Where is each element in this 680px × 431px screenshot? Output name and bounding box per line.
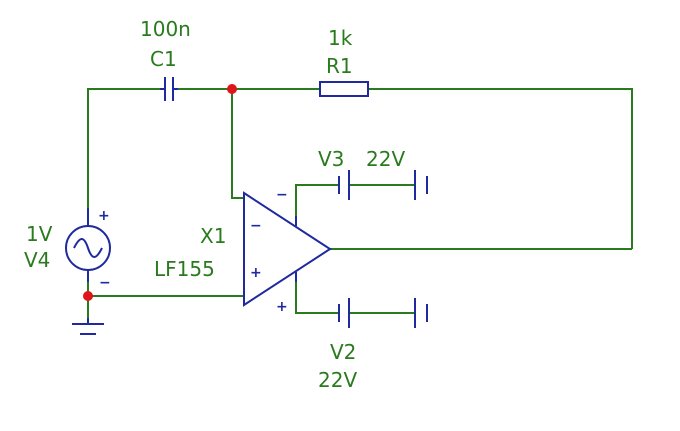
v4-plus-marker: + bbox=[98, 208, 110, 224]
v4-minus-marker: − bbox=[99, 275, 111, 291]
x1-noninverting-marker: + bbox=[250, 265, 262, 281]
wire-v2-supply bbox=[295, 281, 339, 314]
resistor-r1 bbox=[319, 81, 369, 97]
wire-r1-to-right bbox=[368, 88, 633, 249]
v3-value-label: 22V bbox=[366, 147, 405, 171]
ac-source-v4 bbox=[65, 208, 111, 282]
v3-ref-label: V3 bbox=[318, 147, 344, 171]
c1-value-label: 100n bbox=[140, 17, 191, 41]
wire-source-to-c1 bbox=[87, 88, 160, 208]
node-junction-top bbox=[227, 84, 237, 94]
v2-value-label: 22V bbox=[318, 368, 357, 392]
v4-value-label: 1V bbox=[26, 222, 53, 246]
r1-ref-label: R1 bbox=[326, 54, 353, 78]
x1-vneg-marker: − bbox=[276, 187, 288, 203]
x1-ref-label: X1 bbox=[200, 224, 226, 248]
c1-ref-label: C1 bbox=[150, 47, 177, 71]
wire-v3-supply bbox=[295, 184, 339, 216]
v2-ref-label: V2 bbox=[330, 340, 356, 364]
wire-node-to-inverting bbox=[231, 89, 244, 199]
r1-value-label: 1k bbox=[328, 26, 353, 50]
battery-v2 bbox=[338, 298, 428, 328]
v4-ref-label: V4 bbox=[24, 248, 50, 272]
opamp-x1 bbox=[243, 191, 332, 307]
x1-model-label: LF155 bbox=[154, 257, 215, 281]
capacitor-c1 bbox=[160, 77, 178, 101]
x1-vpos-marker: + bbox=[276, 299, 288, 315]
node-junction-ground bbox=[83, 291, 93, 301]
battery-v3 bbox=[338, 170, 428, 200]
ground-symbol bbox=[72, 318, 104, 335]
x1-inverting-marker: − bbox=[250, 218, 262, 234]
wires bbox=[87, 88, 633, 318]
